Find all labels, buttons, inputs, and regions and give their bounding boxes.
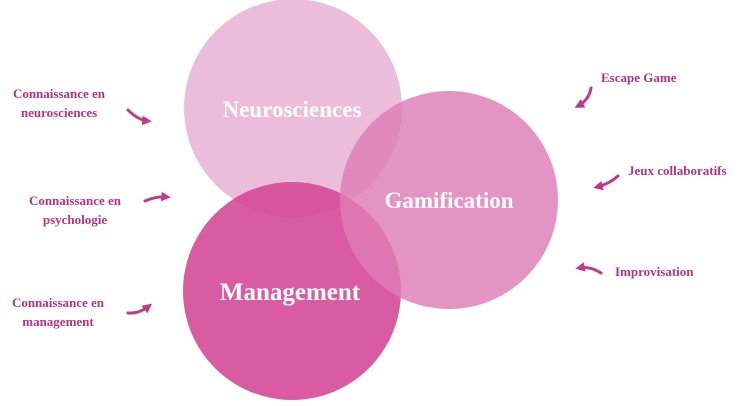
left-label-psychologie-line2: psychologie — [42, 212, 108, 227]
label-neurosciences: Neurosciences — [223, 97, 362, 122]
left-label-management-line2: management — [22, 314, 94, 329]
left-label-psychologie-line1: Connaissance en — [28, 193, 122, 208]
left-label-management: Connaissance en management — [0, 293, 116, 331]
label-management: Management — [220, 279, 361, 306]
left-label-neurosciences-line2: neurosciences — [20, 105, 98, 120]
arrow-escape-game-icon — [574, 86, 593, 108]
left-label-management-line1: Connaissance en — [11, 295, 105, 310]
right-label-escape-game: Escape Game — [601, 70, 677, 85]
left-label-neurosciences-line1: Connaissance en — [12, 86, 106, 101]
arrow-psychologie-icon — [143, 191, 171, 203]
right-label-improvisation: Improvisation — [615, 264, 694, 279]
arrow-management-icon — [126, 303, 152, 315]
label-gamification: Gamification — [384, 188, 513, 213]
arrow-improvisation-icon — [575, 262, 603, 275]
left-label-psychologie: Connaissance en psychologie — [15, 191, 135, 229]
right-label-jeux-collaboratifs: Jeux collaboratifs — [628, 163, 727, 178]
circle-gamification — [340, 91, 558, 309]
arrow-jeux-collaboratifs-icon — [593, 174, 620, 191]
left-label-neurosciences: Connaissance en neurosciences — [0, 84, 118, 122]
arrow-neurosciences-icon — [126, 108, 152, 126]
